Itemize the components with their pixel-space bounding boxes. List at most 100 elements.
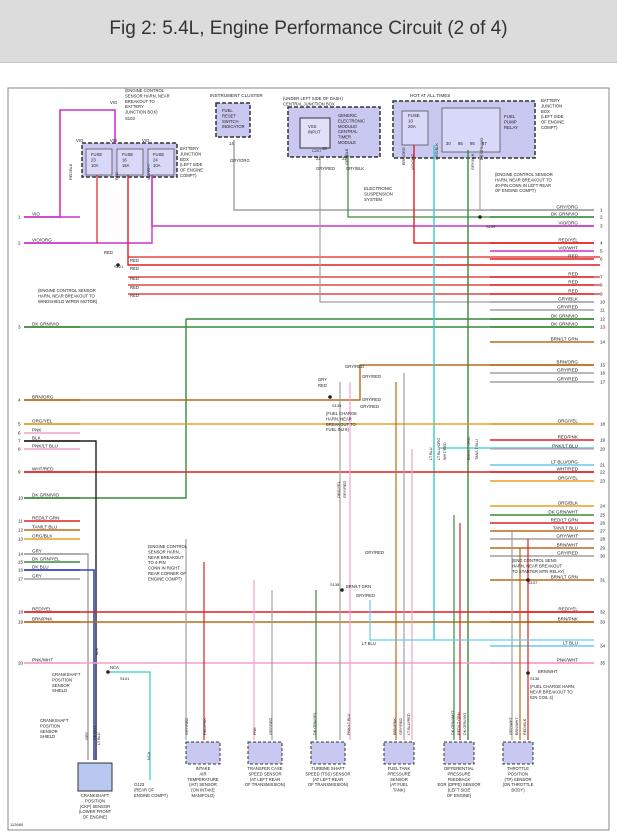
right-wire-label: RED — [568, 254, 578, 259]
vertical-wire-label: PNK — [253, 727, 257, 735]
bjb-left-label: JUNCTION — [180, 151, 201, 156]
inline-wire-label: GRY/RED — [360, 404, 379, 409]
fuel-pump-relay-label: RELAY — [504, 125, 518, 130]
left-pin-number: 13 — [18, 537, 24, 542]
vertical-wire-label: BRN/LT GRN — [467, 437, 471, 460]
left-pin-number: 18 — [18, 610, 24, 615]
inline-wire-label: GRY/RED — [316, 166, 335, 171]
vertical-wire-label: RED/BLK — [523, 718, 527, 735]
dk-grn-vio-vss — [347, 155, 594, 218]
inline-wire-label: BRN/WHT — [538, 669, 558, 674]
gry-ckp-run — [24, 553, 89, 760]
electronic-suspension-label: ELECTRONIC — [364, 186, 392, 191]
bjb-right-label: JUNCTION — [541, 103, 562, 108]
fuse-23 — [85, 148, 113, 176]
right-pin-number: 20 — [600, 447, 606, 452]
vertical-wire-label: DK GRN/VIO — [480, 138, 484, 160]
s121-label: S121 — [114, 264, 124, 269]
right-pin-number: 17 — [600, 380, 606, 385]
sensor-label-iat: MANIFOLD) — [191, 793, 215, 798]
sensor-label-tcss: TRANSFER CASE — [247, 766, 282, 771]
sensor-label-tcss: SPEED SENSOR — [248, 771, 281, 776]
sensor-label-tp: (ON THROTTLE — [503, 782, 534, 787]
ckp-shield2-label: SHIELD — [40, 734, 55, 739]
left-wire-label: VIO — [32, 212, 40, 217]
right-wire-label: LT BLU — [563, 641, 578, 646]
right-pin-number: 6 — [600, 257, 603, 262]
right-wire-label: DK GRN/VIO — [551, 322, 578, 327]
page-title: Fig 2: 5.4L, Engine Performance Circuit … — [109, 18, 508, 39]
inline-wire-label: GRY/RED — [356, 593, 375, 598]
ckp-shield2-label: CRANKSHAFT — [40, 718, 69, 723]
left-pin-number: 10 — [18, 496, 24, 501]
red-yel-run — [413, 145, 594, 244]
gem-label: CENTRAL — [338, 129, 358, 134]
c207-label: C207 — [312, 148, 322, 153]
sensor-label-ckp: CRANKSHAFT — [81, 793, 110, 798]
vio-feed — [24, 109, 116, 218]
right-wire-label: RED — [568, 280, 578, 285]
bjb-left-label: BOX — [180, 157, 189, 162]
right-pin-number: 32 — [600, 610, 606, 615]
ecs-transfer-label: CONN IN RIGHT — [148, 566, 180, 571]
right-wire-label: WHT/RED — [557, 467, 579, 472]
dpfe-sensor-body — [443, 741, 475, 765]
left-wire-label: GRY — [32, 549, 42, 554]
vertical-wire-label: GRY/WHT — [509, 716, 513, 735]
s137-label: S137 — [528, 580, 538, 585]
left-pin-number: 7 — [18, 439, 21, 444]
ecs-top-label: (ENGINE CONTROL — [125, 88, 165, 93]
ecs-40pin-label: 40-PIN CONN IN LEFT REAR — [495, 183, 551, 188]
ckp-shield2-label: SENSOR — [40, 729, 58, 734]
left-pin-number: 6 — [18, 431, 21, 436]
dash-label: (UNDER LEFT SIDE OF DASH) — [283, 96, 343, 101]
right-pin-number: 2 — [600, 215, 603, 220]
vertical-wire-label: GRY/BLK — [471, 153, 475, 170]
left-wire-label: DK GRN/YEL — [32, 557, 60, 562]
inline-wire-label: GRY/ORG — [230, 158, 250, 163]
sensor-label-ckp: (CKP) SENSOR — [80, 804, 110, 809]
right-pin-number: 22 — [600, 470, 606, 475]
left-wire-label: GRY — [32, 574, 42, 579]
splice-dot — [526, 578, 530, 582]
right-wire-label: RED/YEL — [558, 607, 578, 612]
vertical-wire-label: DK GRN/YEL — [313, 712, 317, 735]
inline-wire-label: 14 — [229, 141, 234, 146]
sensor-label-dpfe: FEEDBACK — [448, 777, 471, 782]
electronic-suspension-label: SYSTEM — [364, 197, 382, 202]
sensor-label-tp: (TP) SENSOR — [505, 777, 532, 782]
sensor-label-iat: (IAT) SENSOR — [189, 782, 217, 787]
sensor-label-ftp: (AT FUEL — [390, 782, 409, 787]
dk-grn-vio-left — [24, 319, 187, 499]
left-pin-number: 17 — [18, 577, 24, 582]
ecs-wiper-label: (ENGINE CONTROL SENSOR — [38, 288, 96, 293]
vss-input-box — [299, 117, 331, 149]
inline-wire-label: GRY/RED — [365, 550, 384, 555]
inline-wire-label: VIO — [110, 138, 118, 143]
right-pin-number: 1 — [600, 208, 603, 213]
inline-wire-label: LT BLU — [362, 641, 376, 646]
left-wire-label: BRN/PNK — [32, 617, 53, 622]
left-wire-label: VIO/ORG — [32, 238, 52, 243]
ckp-shield1-label: CRANKSHAFT — [52, 672, 81, 677]
vertical-wire-label: ORG/YEL — [337, 481, 341, 498]
splice-dot — [106, 670, 110, 674]
vss-label: INPUT — [308, 129, 321, 134]
vertical-wire-label: BRN/PNK — [393, 718, 397, 735]
blk-run — [24, 440, 97, 760]
right-wire-label: BRN/WHT — [557, 543, 579, 548]
right-wire-label: RED — [568, 289, 578, 294]
vertical-wire-label: DK GRN/WHT — [451, 710, 455, 735]
right-wire-label: LT BLU/ORG — [551, 460, 578, 465]
fuel-reset-label: INDICATOR — [222, 124, 245, 129]
vertical-wire-label: NCA — [147, 752, 151, 760]
right-pin-number: 18 — [600, 422, 606, 427]
fuel-pump-relay-label: FUEL — [504, 114, 516, 119]
vertical-wire-label: RED/LT GRN — [457, 712, 461, 735]
nca-label: NCA — [110, 665, 119, 670]
tp-sensor-body — [502, 741, 534, 765]
inline-wire-label: 18 — [322, 146, 327, 151]
sensor-label-tp: BODY) — [511, 788, 525, 793]
vio-wht-run — [151, 175, 594, 227]
